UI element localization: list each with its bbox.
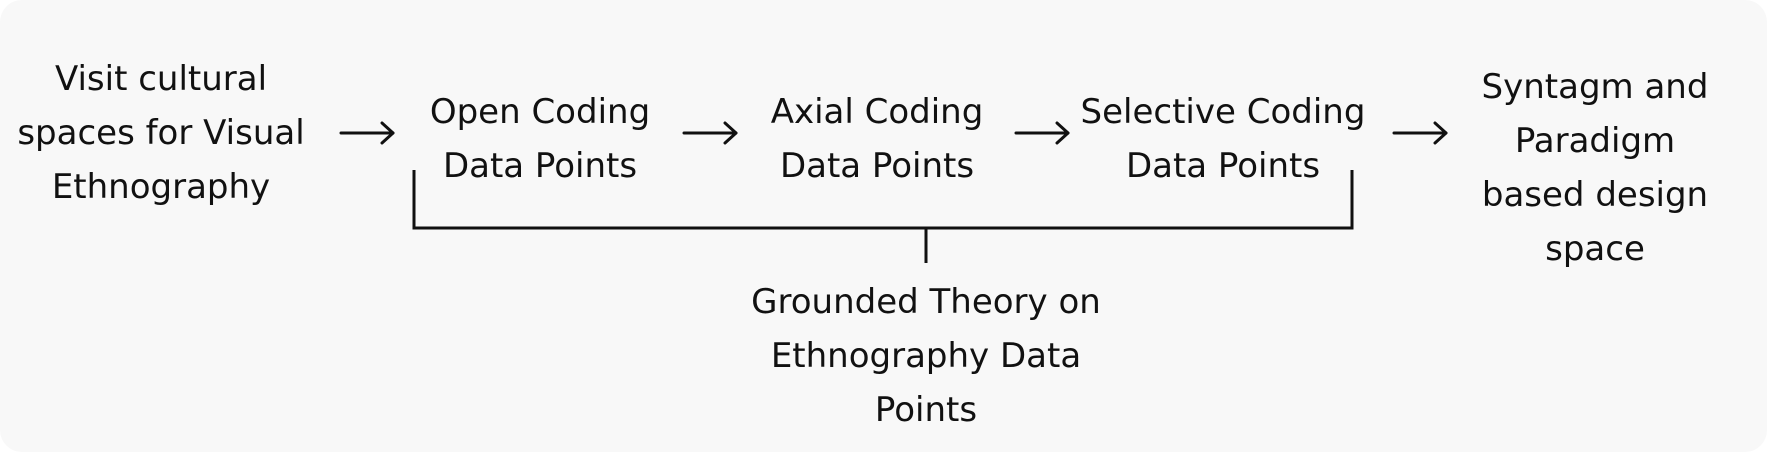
grounded-theory-bracket — [412, 170, 1354, 230]
node-open-line-2: Data Points — [442, 146, 638, 186]
node-axial-coding: Axial Coding Data Points — [742, 85, 1012, 193]
node-open-line-1: Open Coding — [429, 92, 651, 132]
arrow-selective-to-syntagm — [1392, 121, 1448, 145]
arrow-visit-to-open — [339, 121, 395, 145]
node-grounded-line-3: Points — [874, 390, 978, 430]
node-axial-line-1: Axial Coding — [770, 92, 984, 132]
arrow-open-to-axial — [682, 121, 738, 145]
arrow-axial-to-selective — [1014, 121, 1070, 145]
node-selective-line-1: Selective Coding — [1080, 92, 1366, 132]
node-syntagm-line-1: Syntagm and — [1481, 67, 1709, 107]
node-syntagm-line-3: based design — [1481, 175, 1709, 215]
node-syntagm-line-2: Paradigm — [1514, 121, 1676, 161]
node-selective-line-2: Data Points — [1125, 146, 1321, 186]
node-open-coding: Open Coding Data Points — [400, 85, 680, 193]
node-grounded-line-2: Ethnography Data — [770, 336, 1082, 376]
node-grounded-theory: Grounded Theory on Ethnography Data Poin… — [726, 275, 1126, 437]
node-visit-line-3: Ethnography — [51, 167, 271, 207]
node-selective-coding: Selective Coding Data Points — [1068, 85, 1378, 193]
node-syntagm-paradigm: Syntagm and Paradigm based design space — [1460, 60, 1730, 276]
node-axial-line-2: Data Points — [779, 146, 975, 186]
node-grounded-line-1: Grounded Theory on — [751, 282, 1101, 322]
node-syntagm-line-4: space — [1545, 229, 1645, 269]
node-visit-line-1: Visit cultural — [54, 59, 268, 99]
node-visit-cultural-spaces: Visit cultural spaces for Visual Ethnogr… — [0, 52, 322, 214]
node-visit-line-2: spaces for Visual — [17, 113, 305, 153]
